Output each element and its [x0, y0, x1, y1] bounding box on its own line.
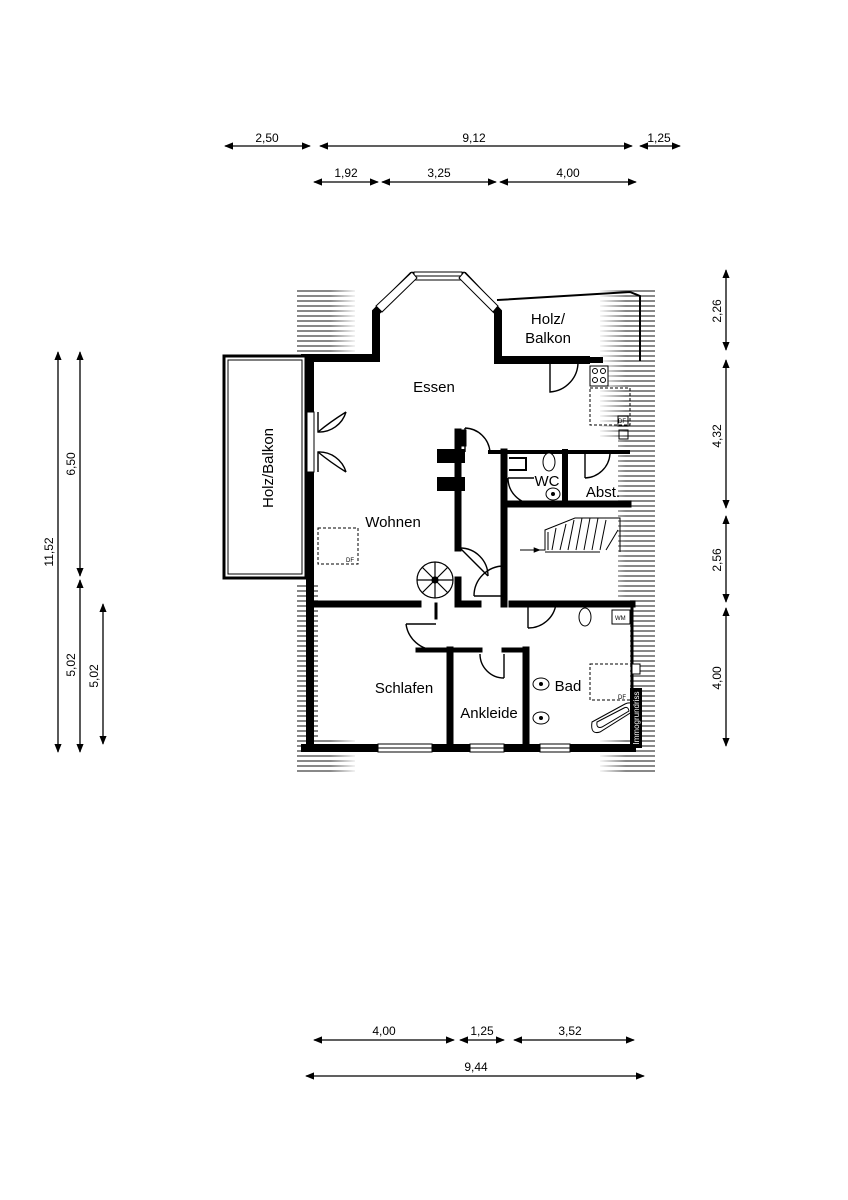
dim-top-2-50: 2,50 [255, 131, 279, 145]
room-label-bad: Bad [555, 678, 582, 695]
room-label-ankleide: Ankleide [460, 705, 518, 722]
kitchen-fixtures [589, 365, 631, 440]
dim-top-3-25: 3,25 [427, 166, 451, 180]
dim-right-2-56: 2,56 [710, 548, 724, 572]
room-label-holz-balkon-left: Holz/Balkon [260, 428, 277, 508]
room-label-schlafen: Schlafen [375, 680, 433, 697]
main-staircase [520, 517, 621, 553]
room-label-wohnen: Wohnen [365, 514, 421, 531]
interior-fill [318, 278, 630, 740]
room-label-wc: WC [535, 473, 560, 490]
dim-bottom-3-52: 3,52 [558, 1024, 582, 1038]
room-labels: Essen Holz/ Balkon Holz/Balkon Wohnen WC… [260, 311, 620, 722]
room-label-abst: Abst. [586, 484, 620, 501]
spiral-staircase [416, 561, 454, 599]
dim-left-5-02-b: 5,02 [87, 664, 101, 688]
dimension-lines [54, 142, 730, 1080]
dim-top-9-12: 9,12 [462, 131, 486, 145]
bath-fixtures [532, 607, 641, 733]
dim-bottom-9-44: 9,44 [464, 1060, 488, 1074]
room-label-holz-balkon-top-2: Balkon [525, 330, 571, 347]
dim-top-4-00: 4,00 [556, 166, 580, 180]
dim-left-6-50: 6,50 [64, 452, 78, 476]
skylight-label-bad: DF [618, 695, 626, 701]
holz-balkon-left [222, 354, 308, 580]
skylight-label-wohnen: DF [346, 558, 354, 564]
dim-top-1-25: 1,25 [647, 131, 671, 145]
windows [305, 271, 571, 753]
watermark-text: Immogrundriss [632, 692, 641, 745]
room-label-essen: Essen [413, 379, 455, 396]
doors [317, 361, 611, 679]
dim-bottom-1-25: 1,25 [470, 1024, 494, 1038]
skylight-wohnen [317, 527, 359, 565]
dim-right-2-26: 2,26 [710, 299, 724, 323]
wc-fixtures [542, 452, 561, 501]
dim-bottom-4-00: 4,00 [372, 1024, 396, 1038]
room-label-holz-balkon-top-1: Holz/ [531, 311, 566, 328]
dim-left-11-52: 11,52 [42, 537, 56, 566]
dimension-labels: 2,50 9,12 1,25 1,92 3,25 4,00 2,26 4,32 … [42, 131, 724, 1074]
dim-left-5-02-a: 5,02 [64, 653, 78, 677]
watermark-strip [630, 688, 642, 748]
skylight-label-kitchen: DF [618, 419, 626, 425]
dim-top-1-92: 1,92 [334, 166, 358, 180]
dim-right-4-00: 4,00 [710, 666, 724, 690]
washing-machine-label: WM [615, 616, 626, 622]
symbol-labels: DF DF DF WM Immogrundriss [346, 419, 641, 744]
walls [301, 272, 641, 752]
dim-right-4-32: 4,32 [710, 424, 724, 448]
